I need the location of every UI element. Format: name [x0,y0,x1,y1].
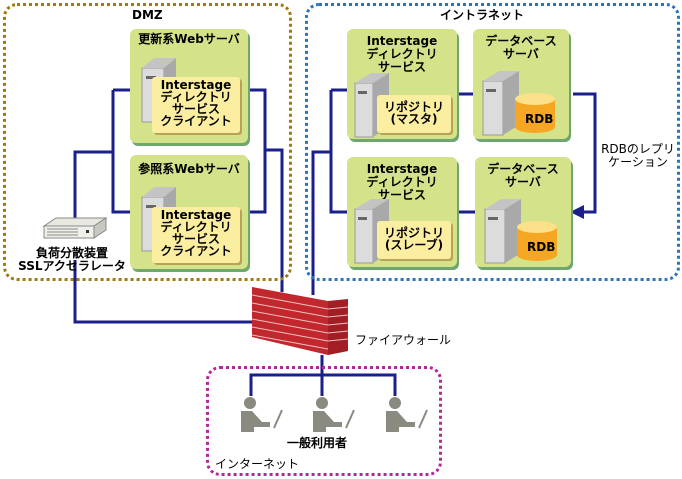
rdb-cylinder-icon [515,93,555,133]
intranet-label: イントラネット [440,8,525,22]
database-server-1-title: データベースサーバ [485,34,557,61]
database-server-2-title: データベースサーバ [487,162,559,189]
database-server-2[interactable]: データベースサーバ RDB [475,157,571,267]
general-users-label: 一般利用者 [287,436,348,450]
dmz-label: DMZ [132,8,163,22]
dmz-zone [3,3,292,281]
rdb-label: RDB [525,112,554,126]
rdb-label: RDB [527,240,556,254]
user-icon[interactable] [238,396,288,436]
internet-label: インターネット [215,457,300,471]
intranet-zone [305,3,680,281]
replication-line [573,92,597,214]
line-fw-to-intranet [311,150,331,295]
user-icon[interactable] [310,396,360,436]
user-icon[interactable] [383,396,433,436]
line-lb-to-web [73,150,113,222]
firewall-icon [252,287,349,355]
replication-label: RDBのレプリケーション [601,142,675,169]
reference-web-server-title: 参照系Webサーバ [138,162,240,176]
line-web-split [111,90,135,214]
repository-master-note: リポジトリ(マスタ) [377,95,451,133]
rdb-cylinder-icon [517,221,557,261]
update-web-server-title: 更新系Webサーバ [138,32,240,46]
load-balancer-icon [42,217,108,239]
repository-slave-note: リポジトリ(スレーブ) [377,221,451,259]
replication-arrow-icon [570,205,584,219]
firewall-label: ファイアウォール [355,333,452,347]
internet-zone [206,366,442,476]
database-server-1[interactable]: データベースサーバ RDB [473,29,569,139]
